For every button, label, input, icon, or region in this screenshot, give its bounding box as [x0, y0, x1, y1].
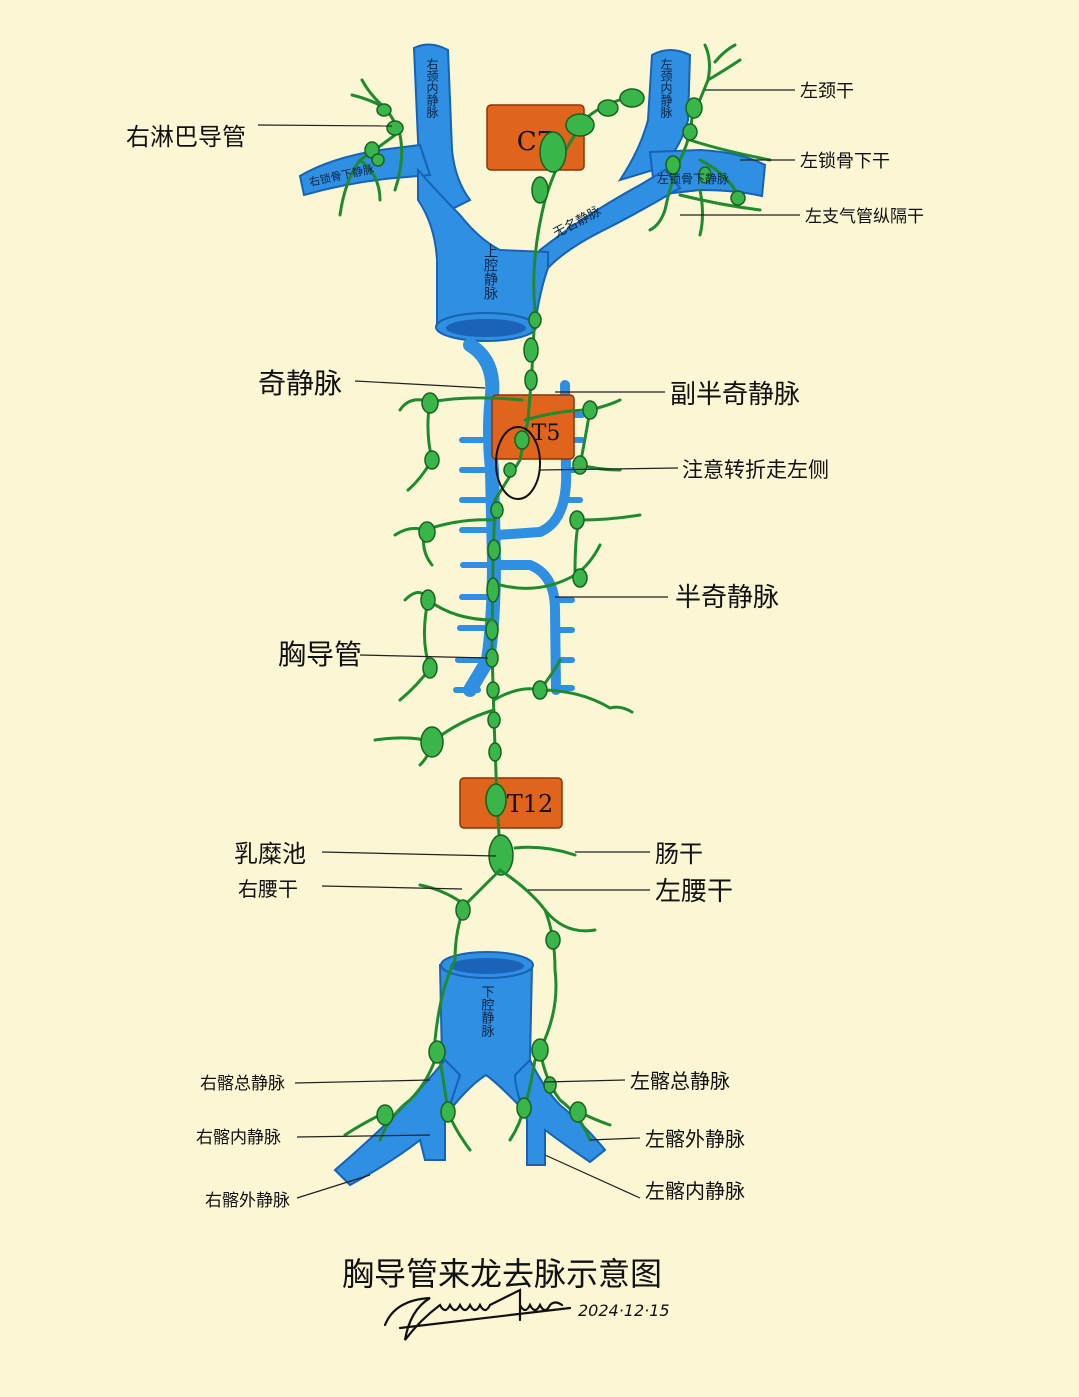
label-right-common-iliac: 右髂总静脉 — [200, 1074, 285, 1094]
left-bronchomediastinal-vessel — [678, 188, 762, 237]
label-right-lumbar-trunk: 右腰干 — [238, 877, 298, 901]
label-left-lumbar-trunk: 左腰干 — [655, 877, 733, 907]
thoracic-duct-upper-nodes — [523, 88, 645, 391]
right-lymph-duct-nodes — [364, 103, 404, 167]
left-trunk-nodes — [665, 97, 746, 206]
iliac-nodes — [376, 1038, 587, 1126]
cisterna-chyli — [488, 834, 514, 876]
ivc-label: 下腔静脉 — [479, 985, 495, 1037]
label-cisterna-chyli: 乳糜池 — [234, 840, 306, 868]
vertebrae: C7 T5 T12 — [459, 104, 585, 829]
right-iliac-veins — [333, 1058, 462, 1187]
label-intestinal-trunk: 肠干 — [655, 840, 703, 868]
veins — [298, 43, 767, 1187]
superior-vena-cava — [417, 167, 549, 326]
label-right-internal-iliac: 右髂内静脉 — [196, 1128, 281, 1148]
thoracic-duct-nodes — [485, 430, 530, 817]
label-accessory-hemiazygos: 副半奇静脉 — [670, 380, 800, 410]
label-azygos: 奇静脉 — [258, 367, 342, 400]
left-subclavian-label: 左锁骨下静脉 — [657, 171, 729, 186]
azygos-intercostal-branches — [453, 437, 496, 693]
turn-left-circle — [495, 426, 541, 500]
right-ijv-label: 右颈内静脉 — [425, 57, 439, 118]
label-left-external-iliac: 左髂外静脉 — [645, 1127, 745, 1151]
label-right-external-iliac: 右髂外静脉 — [205, 1191, 290, 1211]
vertebra-t12-label: T12 — [507, 790, 554, 818]
label-right-lymph-duct: 右淋巴导管 — [126, 123, 246, 151]
label-note-turn-left: 注意转折走左侧 — [682, 458, 829, 482]
lumbar-trunk-nodes — [455, 899, 561, 950]
diagram-date: 2024·12·15 — [578, 1301, 670, 1320]
vertebra-t5 — [491, 394, 575, 460]
outer-labels: 右淋巴导管 左颈干 左锁骨下干 左支气管纵隔干 奇静脉 副半奇静脉 注意转折走左… — [126, 81, 924, 1211]
lymphatics — [338, 43, 772, 1152]
label-left-internal-iliac: 左髂内静脉 — [645, 1179, 745, 1203]
vertebra-t12 — [459, 777, 563, 829]
diagram-title: 胸导管来龙去脉示意图 — [342, 1255, 662, 1293]
label-hemiazygos: 半奇静脉 — [675, 583, 779, 613]
signature — [383, 1288, 572, 1341]
right-subclavian-vein — [298, 143, 432, 197]
svc-label: 上腔静脉 — [482, 244, 498, 300]
label-left-common-iliac: 左髂总静脉 — [630, 1069, 730, 1093]
svc-lumen — [446, 319, 526, 337]
label-left-subclavian-trunk: 左锁骨下干 — [800, 151, 890, 172]
label-thoracic-duct: 胸导管 — [278, 638, 362, 671]
brachiocephalic-vein — [538, 168, 682, 270]
left-ijv-label: 左颈内静脉 — [659, 57, 673, 118]
label-left-bronchomediastinal: 左支气管纵隔干 — [805, 207, 924, 227]
label-left-jugular-trunk: 左颈干 — [800, 81, 854, 102]
leader-lines — [257, 89, 800, 1199]
right-intercostal-nodes — [418, 392, 444, 758]
hemiazygos-vein — [492, 560, 561, 695]
ivc-lumen — [450, 958, 524, 974]
